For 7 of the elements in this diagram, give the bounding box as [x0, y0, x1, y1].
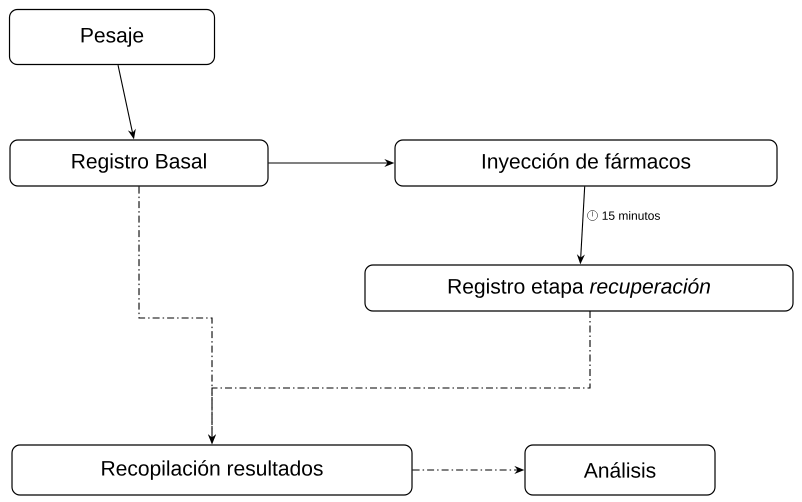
process-box: Recopilación resultados	[11, 444, 413, 496]
process-box: Análisis	[524, 444, 716, 496]
edge-label: 15 minutos	[602, 211, 660, 220]
process-box: Registro Basal	[9, 139, 269, 187]
process-box: Pesaje	[8, 8, 216, 66]
process-box: Inyección de fármacos	[394, 139, 778, 187]
process-box: Registro etapa recuperación	[364, 264, 794, 312]
